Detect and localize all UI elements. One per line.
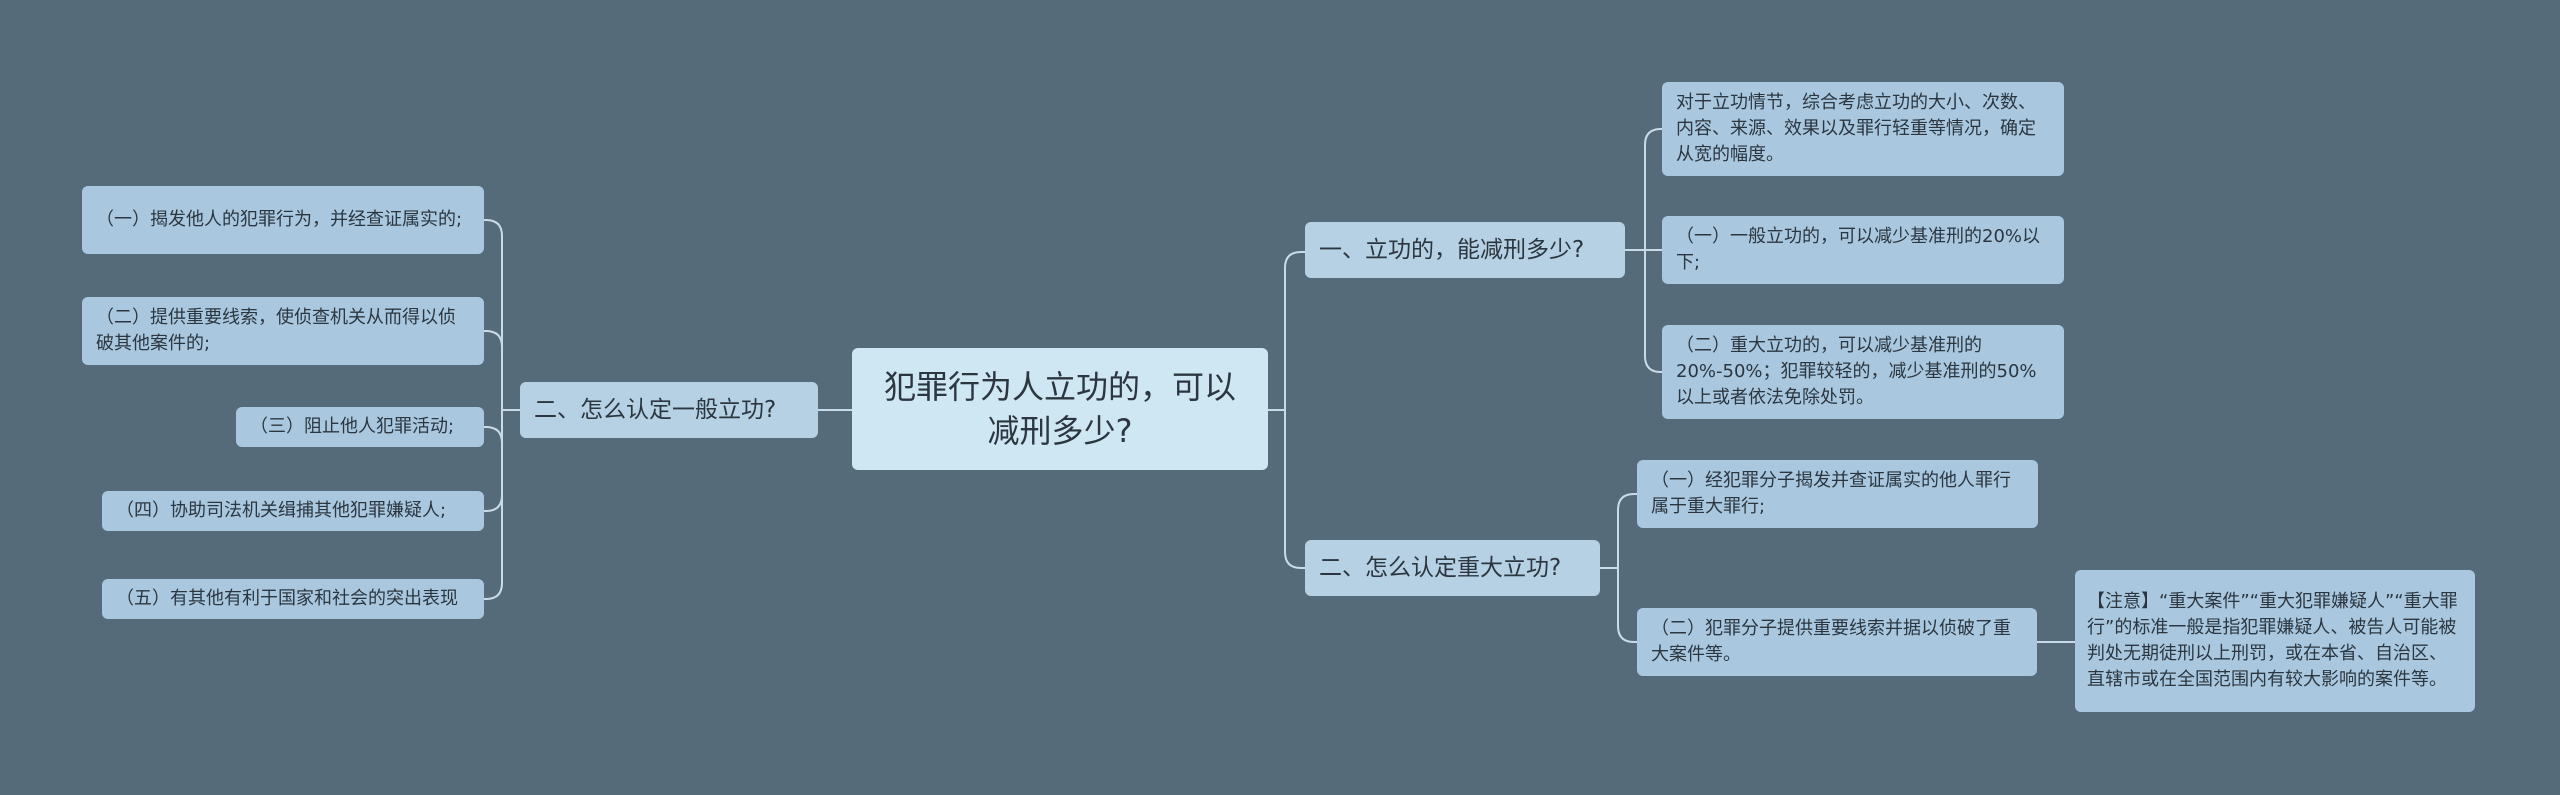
leaf-major-case-solved-text: （二）犯罪分子提供重要线索并据以侦破了重大案件等。 — [1651, 618, 2011, 665]
link-root-r2 — [1268, 409, 1305, 569]
link-l1-l1a — [484, 219, 520, 411]
root-node[interactable]: 犯罪行为人立功的，可以减刑多少? — [852, 348, 1268, 470]
leaf-expose-crime-text: （一）揭发他人的犯罪行为，并经查证属实的; — [96, 209, 463, 230]
link-l1-l1b — [484, 330, 520, 411]
leaf-general-reduction[interactable]: （一）一般立功的，可以减少基准刑的20%以下; — [1662, 216, 2064, 284]
link-r2-r2b — [1600, 567, 1637, 643]
branch-major-merit-label: 二、怎么认定重大立功? — [1319, 555, 1562, 581]
link-l1-l1e — [484, 409, 520, 600]
leaf-note[interactable]: 【注意】“重大案件”“重大犯罪嫌疑人”“重大罪行”的标准一般是指犯罪嫌疑人、被告… — [2075, 570, 2475, 712]
root-label: 犯罪行为人立功的，可以减刑多少? — [883, 368, 1236, 450]
leaf-other-performance-text: （五）有其他有利于国家和社会的突出表现 — [116, 588, 458, 609]
link-root-r1 — [1268, 251, 1305, 411]
leaf-major-reduction[interactable]: （二）重大立功的，可以减少基准刑的20%-50%；犯罪较轻的，减少基准刑的50%… — [1662, 325, 2064, 419]
leaf-reduction-factors[interactable]: 对于立功情节，综合考虑立功的大小、次数、内容、来源、效果以及罪行轻重等情况，确定… — [1662, 82, 2064, 176]
branch-general-merit[interactable]: 二、怎么认定一般立功? — [520, 382, 818, 438]
leaf-stop-crime[interactable]: （三）阻止他人犯罪活动; — [236, 407, 484, 447]
link-r2-r2a — [1600, 493, 1637, 569]
leaf-general-reduction-text: （一）一般立功的，可以减少基准刑的20%以下; — [1676, 226, 2041, 273]
branch-major-merit[interactable]: 二、怎么认定重大立功? — [1305, 540, 1600, 596]
branch-reduction-amount[interactable]: 一、立功的，能减刑多少? — [1305, 222, 1625, 278]
leaf-major-case-solved[interactable]: （二）犯罪分子提供重要线索并据以侦破了重大案件等。 — [1637, 608, 2037, 676]
branch-general-merit-label: 二、怎么认定一般立功? — [534, 397, 777, 423]
leaf-note-text: 【注意】“重大案件”“重大犯罪嫌疑人”“重大罪行”的标准一般是指犯罪嫌疑人、被告… — [2087, 591, 2458, 690]
leaf-major-reduction-text: （二）重大立功的，可以减少基准刑的20%-50%；犯罪较轻的，减少基准刑的50%… — [1676, 335, 2037, 408]
leaf-major-crime-reported[interactable]: （一）经犯罪分子揭发并查证属实的他人罪行属于重大罪行; — [1637, 460, 2038, 528]
leaf-provide-clue-text: （二）提供重要线索，使侦查机关从而得以侦破其他案件的; — [96, 307, 456, 354]
leaf-reduction-factors-text: 对于立功情节，综合考虑立功的大小、次数、内容、来源、效果以及罪行轻重等情况，确定… — [1676, 92, 2036, 165]
leaf-assist-arrest[interactable]: （四）协助司法机关缉捕其他犯罪嫌疑人; — [102, 491, 484, 531]
link-r1-r1a — [1625, 128, 1662, 251]
leaf-assist-arrest-text: （四）协助司法机关缉捕其他犯罪嫌疑人; — [116, 500, 447, 521]
link-r1-r1c — [1625, 249, 1662, 373]
leaf-provide-clue[interactable]: （二）提供重要线索，使侦查机关从而得以侦破其他案件的; — [82, 297, 484, 365]
leaf-major-crime-reported-text: （一）经犯罪分子揭发并查证属实的他人罪行属于重大罪行; — [1651, 470, 2011, 517]
branch-reduction-amount-label: 一、立功的，能减刑多少? — [1319, 237, 1585, 263]
leaf-expose-crime[interactable]: （一）揭发他人的犯罪行为，并经查证属实的; — [82, 186, 484, 254]
leaf-other-performance[interactable]: （五）有其他有利于国家和社会的突出表现 — [102, 579, 484, 619]
leaf-stop-crime-text: （三）阻止他人犯罪活动; — [250, 416, 455, 437]
